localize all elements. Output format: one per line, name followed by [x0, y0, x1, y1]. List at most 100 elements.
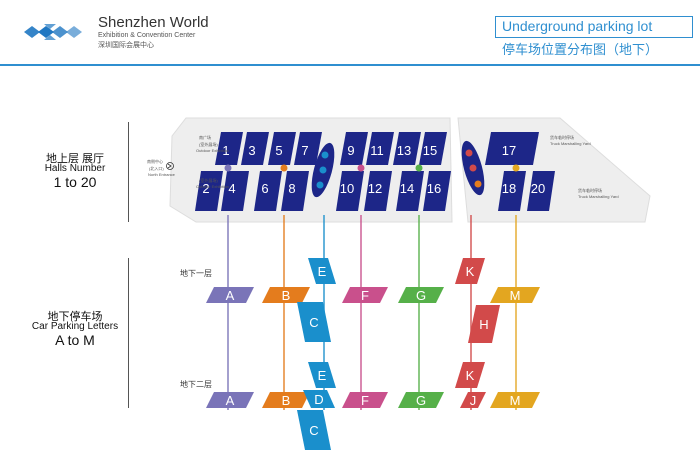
halls-range: 1 to 20 — [53, 174, 97, 190]
zone-label-k: K — [466, 264, 475, 279]
hall-label-9: 9 — [347, 143, 354, 158]
zone-label-m: M — [510, 288, 521, 303]
zone-label-a: A — [226, 288, 235, 303]
halls-label-en: Halls Number — [44, 163, 106, 174]
level-b1-label: 地下一层 — [180, 268, 212, 278]
parking-zone-h — [468, 305, 500, 343]
north-plaza-label: 南广场 — [199, 134, 211, 140]
truck-yard-label-en-1: Truck Marshalling Yard — [550, 141, 591, 146]
outdoor-label-cn-1: (室外展场) — [199, 141, 218, 147]
hall-label-20: 20 — [531, 181, 545, 196]
zone-label-c: C — [309, 423, 318, 438]
title-frame — [495, 16, 693, 38]
hall-6 — [254, 171, 282, 211]
outdoor-label-en-2: Outdoor Exhibition — [196, 184, 229, 189]
hall-label-5: 5 — [275, 143, 282, 158]
hall-label-4: 4 — [228, 181, 235, 196]
hall-16 — [423, 171, 451, 211]
zone-label-e: E — [318, 264, 327, 279]
hall-label-12: 12 — [368, 181, 382, 196]
zone-label-b: B — [282, 288, 291, 303]
parking-zone-f — [342, 287, 388, 303]
parking-zone-c — [297, 410, 331, 450]
parking-zone-g — [398, 392, 444, 408]
hall-8 — [281, 171, 309, 211]
parking-zone-a — [206, 392, 254, 408]
parking-zone-b — [262, 287, 310, 303]
zone-label-h: H — [479, 317, 488, 332]
truck-yard-label-cn-2: 货车临时停场 — [578, 187, 602, 193]
hall-18 — [498, 171, 526, 211]
zone-label-g: G — [416, 288, 426, 303]
zone-label-m: M — [510, 393, 521, 408]
hall-label-15: 15 — [423, 143, 437, 158]
zone-label-f: F — [361, 393, 369, 408]
hall-label-3: 3 — [248, 143, 255, 158]
truck-yard-label-cn-1: 货车临时停场 — [550, 134, 574, 140]
entrance-label-cn: 南侧中心 — [147, 158, 163, 164]
hall-label-6: 6 — [261, 181, 268, 196]
page-title-cn: 停车场位置分布图（地下） — [502, 42, 659, 57]
parking-range: A to M — [55, 332, 95, 348]
parking-zone-m — [490, 287, 540, 303]
entrance-label-cn2: (北入口) — [149, 165, 164, 171]
header-divider — [0, 64, 700, 66]
section-divider — [128, 258, 129, 408]
hall-7 — [294, 132, 322, 165]
hall-label-14: 14 — [400, 181, 414, 196]
hall-label-2: 2 — [202, 181, 209, 196]
hall-label-7: 7 — [301, 143, 308, 158]
zone-label-j: J — [470, 393, 477, 408]
entrance-label-en: North Entrance — [148, 172, 176, 177]
hall-label-16: 16 — [427, 181, 441, 196]
zone-label-f: F — [361, 288, 369, 303]
section-divider — [128, 122, 129, 222]
zone-label-d: D — [314, 392, 323, 407]
parking-zone-f — [342, 392, 388, 408]
zone-label-e: E — [318, 368, 327, 383]
parking-zone-j — [460, 392, 486, 408]
logo-icon — [24, 24, 82, 40]
hall-5 — [268, 132, 296, 165]
hall-17 — [485, 132, 539, 165]
hall-3 — [241, 132, 269, 165]
hall-label-18: 18 — [502, 181, 516, 196]
hall-1 — [215, 132, 243, 165]
hall-label-13: 13 — [397, 143, 411, 158]
zone-label-k: K — [466, 368, 475, 383]
hall-label-11: 11 — [370, 143, 384, 158]
parking-zone-m — [490, 392, 540, 408]
hall-label-8: 8 — [288, 181, 295, 196]
hall-12 — [364, 171, 392, 211]
entrance-arrow-icon — [166, 162, 174, 170]
hall-20 — [527, 171, 555, 211]
hall-2 — [195, 171, 223, 211]
parking-zone-c — [297, 302, 331, 342]
zone-label-b: B — [282, 393, 291, 408]
brand-subtitle-en: Exhibition & Convention Center — [98, 32, 196, 39]
parking-zone-e — [308, 258, 336, 284]
parking-zone-k — [455, 258, 485, 284]
hall-15 — [419, 132, 447, 165]
level-b2-label: 地下二层 — [180, 379, 212, 389]
hall-label-10: 10 — [340, 181, 354, 196]
zone-label-g: G — [416, 393, 426, 408]
hall-11 — [366, 132, 394, 165]
brand-name: Shenzhen World — [98, 14, 209, 31]
parking-zone-b — [262, 392, 310, 408]
parking-zone-g — [398, 287, 444, 303]
hall-14 — [396, 171, 424, 211]
hall-10 — [336, 171, 364, 211]
halls-label-cn: 地上层 展厅 — [45, 153, 105, 165]
zone-label-a: A — [226, 393, 235, 408]
outdoor-label-en-1: Outdoor Exhibition — [196, 148, 229, 153]
hall-label-17: 17 — [502, 143, 516, 158]
truck-yard-label-en-2: Truck Marshalling Yard — [578, 194, 619, 199]
entrance-dots — [224, 149, 520, 189]
parking-zone-a — [206, 287, 254, 303]
parking-zone-d — [303, 390, 335, 408]
brand-subtitle-cn: 深圳国际会展中心 — [98, 42, 154, 49]
page-title-en: Underground parking lot — [502, 18, 653, 34]
hall-13 — [393, 132, 421, 165]
